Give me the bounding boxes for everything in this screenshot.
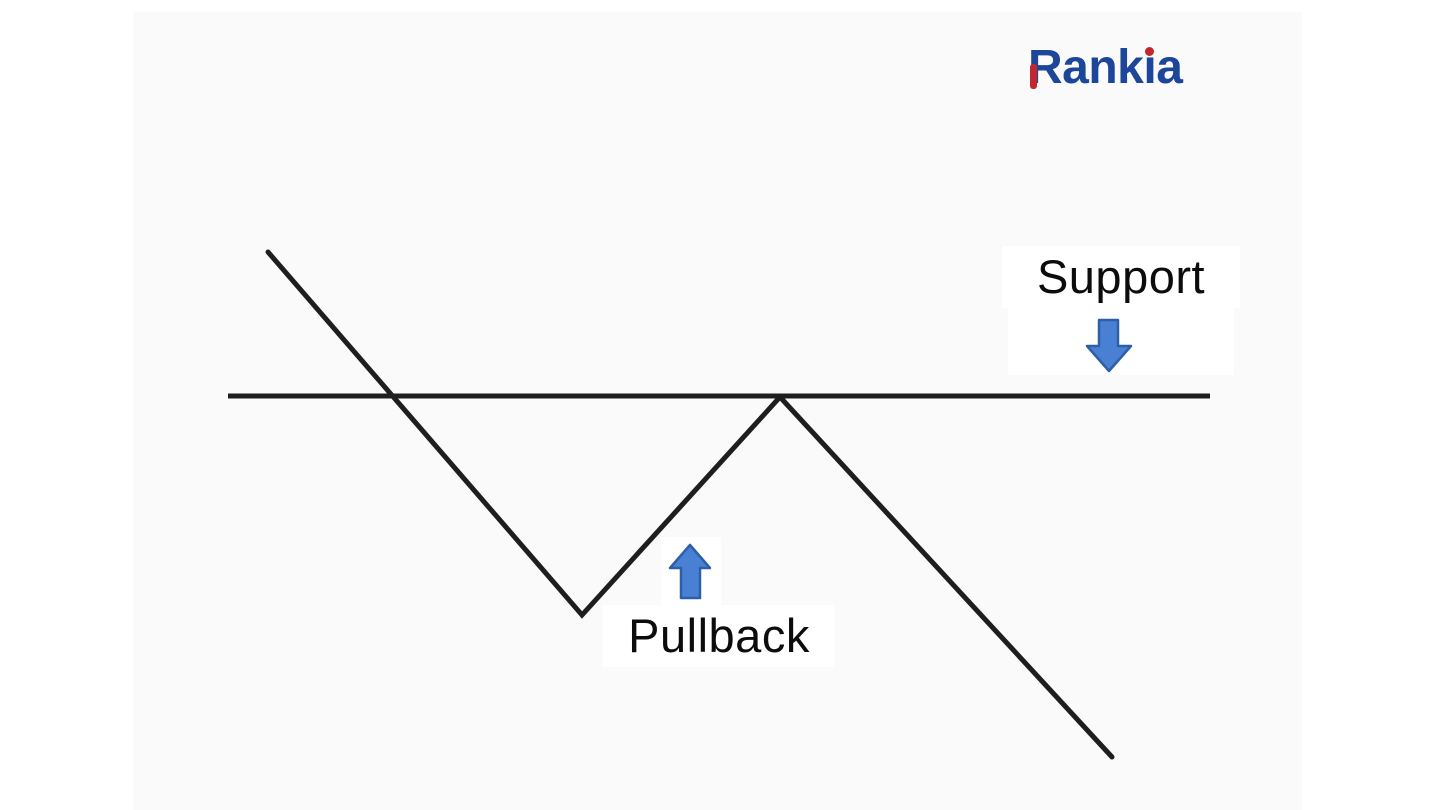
- pullback-label-text: Pullback: [628, 609, 810, 662]
- pullback-arrow-backdrop: [661, 537, 721, 605]
- logo-red-stem: [1030, 64, 1037, 89]
- logo-text-suffix: a: [1156, 41, 1183, 94]
- logo-text-prefix: Rank: [1028, 41, 1144, 94]
- support-label-text: Support: [1036, 250, 1206, 303]
- figure-canvas: [133, 12, 1302, 810]
- support-label: Support: [1002, 246, 1240, 308]
- pullback-label: Pullback: [603, 605, 835, 667]
- logo-letter-i: ı: [1143, 41, 1157, 94]
- logo-red-dot-icon: [1145, 47, 1155, 56]
- support-arrow-backdrop: [1008, 306, 1234, 375]
